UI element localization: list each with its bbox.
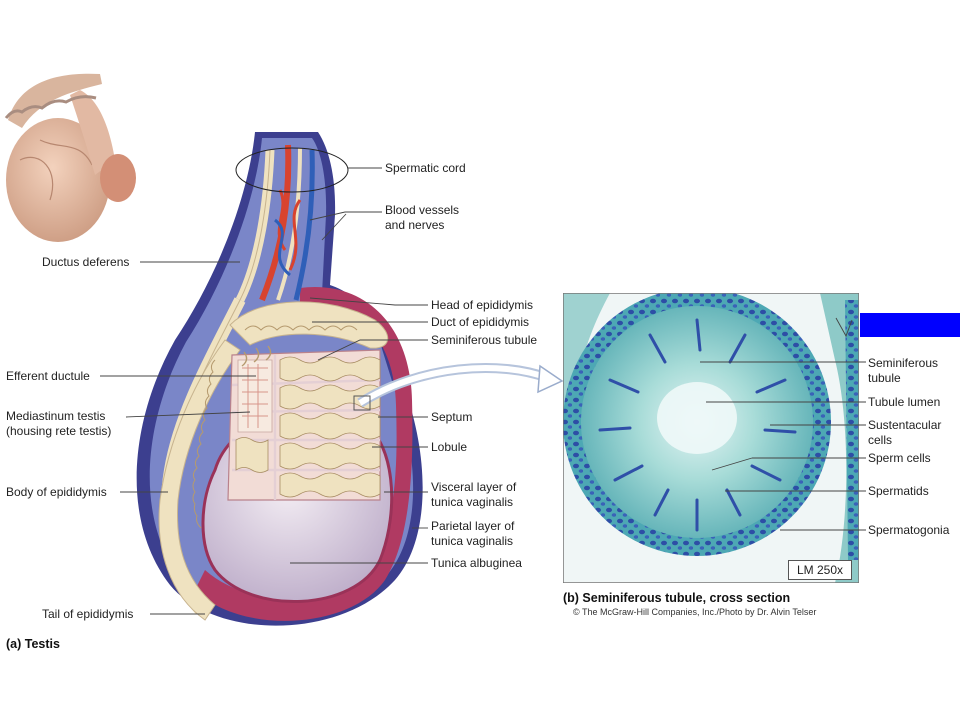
micrograph [563, 293, 859, 583]
label-spermatic-cord: Spermatic cord [385, 161, 466, 175]
label-micro-seminiferous: Seminiferous [868, 356, 939, 370]
zoom-arrow [353, 363, 564, 411]
highlight-bar [860, 313, 960, 337]
label-tunica-albuginea: Tunica albuginea [431, 556, 522, 570]
label-septum: Septum [431, 410, 473, 424]
label-parietal-layer-line2: tunica vaginalis [431, 534, 514, 548]
caption-seminiferous-tubule: (b) Seminiferous tubule, cross section [563, 591, 791, 605]
scale-label: LM 250x [788, 560, 852, 580]
label-efferent-ductule: Efferent ductule [6, 369, 90, 383]
caption-testis: (a) Testis [6, 637, 60, 651]
label-micro-seminiferous-line2: tubule [868, 371, 901, 385]
label-spermatogonia: Spermatogonia [868, 523, 950, 537]
label-blood-vessels: Blood vessels [385, 203, 460, 217]
label-tubule-lumen: Tubule lumen [868, 395, 941, 409]
label-body-of-epididymis: Body of epididymis [6, 485, 107, 499]
label-spermatids: Spermatids [868, 484, 929, 498]
label-mediastinum-testis: Mediastinum testis [6, 409, 106, 423]
testis-illustration [136, 132, 423, 626]
label-sperm-cells: Sperm cells [868, 451, 931, 465]
photo-credit: © The McGraw-Hill Companies, Inc./Photo … [573, 607, 817, 617]
label-sustentacular-cells: Sustentacular [868, 418, 942, 432]
label-mediastinum-testis-line2: (housing rete testis) [6, 424, 112, 438]
label-sustentacular-cells-line2: cells [868, 433, 893, 447]
label-visceral-layer-line2: tunica vaginalis [431, 495, 514, 509]
label-lobule: Lobule [431, 440, 468, 454]
label-ductus-deferens: Ductus deferens [42, 255, 130, 269]
label-parietal-layer: Parietal layer of [431, 519, 515, 533]
label-seminiferous-tubule: Seminiferous tubule [431, 333, 538, 347]
label-tail-of-epididymis: Tail of epididymis [42, 607, 134, 621]
label-blood-vessels-line2: and nerves [385, 218, 445, 232]
label-head-of-epididymis: Head of epididymis [431, 298, 534, 312]
external-view-illustration [4, 73, 136, 242]
leader-lines-testis [100, 167, 428, 615]
leader-lines-micrograph [700, 317, 866, 531]
label-visceral-layer: Visceral layer of [431, 480, 517, 494]
label-duct-of-epididymis: Duct of epididymis [431, 315, 530, 329]
